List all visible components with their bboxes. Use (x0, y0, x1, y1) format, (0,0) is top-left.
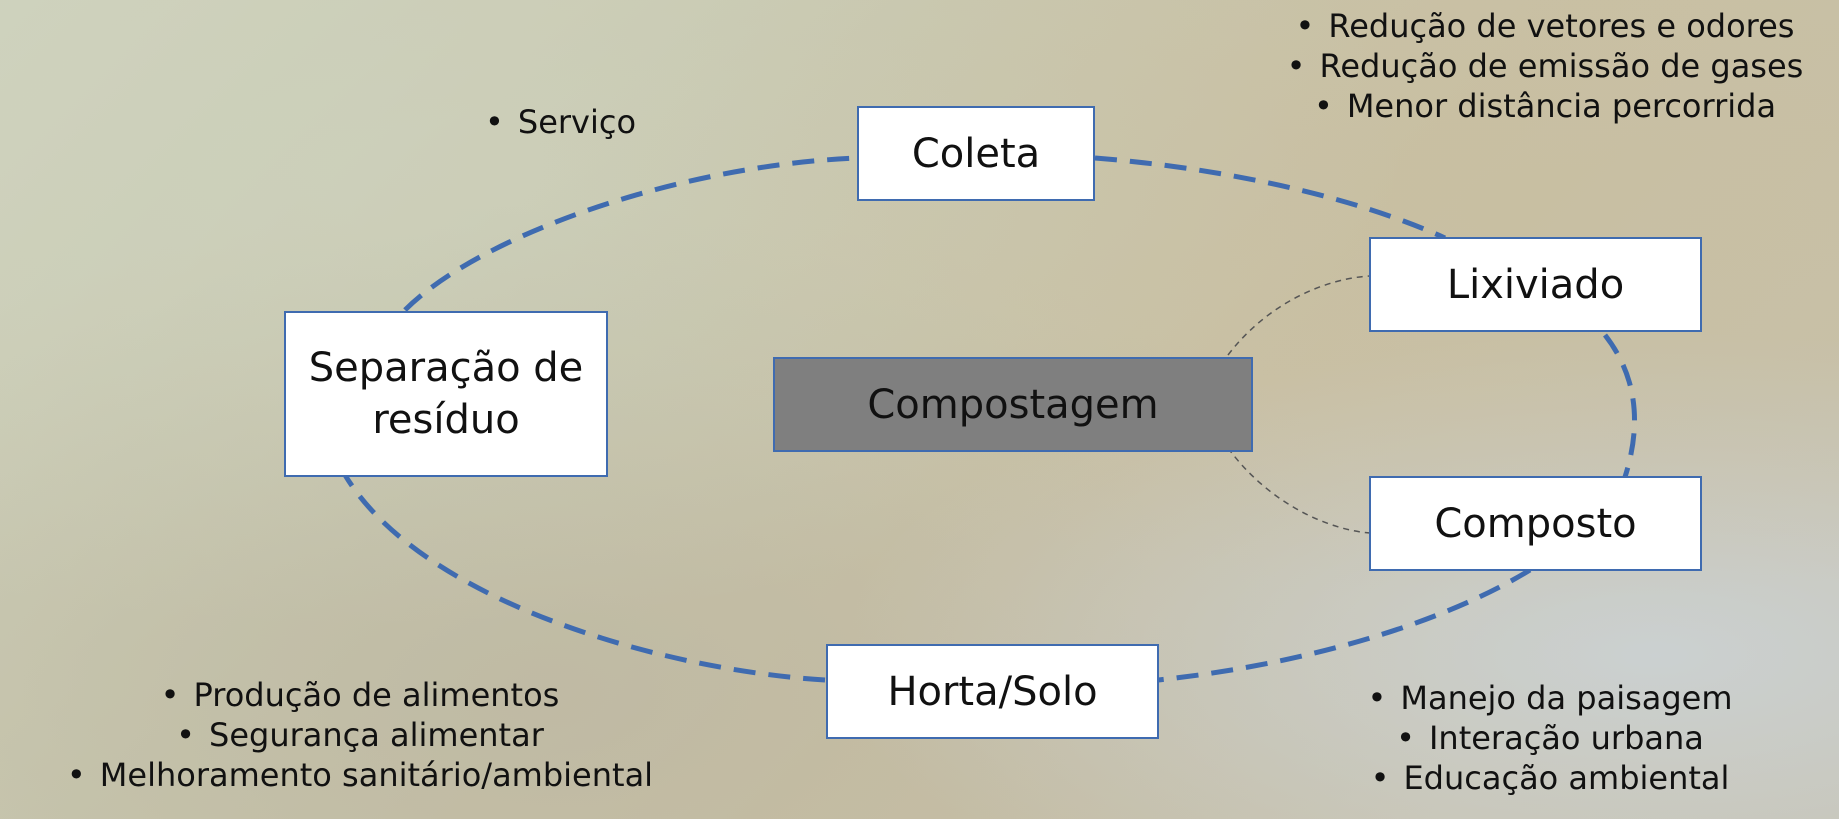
composto-benefit-item: Manejo da paisagem (1290, 678, 1810, 718)
node-compostagem-label: Compostagem (867, 381, 1159, 428)
coleta-benefits-list: Redução de vetores e odores Redução de e… (1280, 6, 1810, 126)
node-lixiviado: Lixiviado (1369, 237, 1702, 332)
node-horta: Horta/Solo (826, 644, 1159, 739)
node-separacao: Separação de resíduo (284, 311, 608, 477)
connector-composto-horta (1157, 567, 1532, 683)
servico-list: Serviço (485, 102, 636, 142)
coleta-benefit-item: Menor distância percorrida (1280, 86, 1810, 126)
horta-benefit-item: Melhoramento sanitário/ambiental (10, 755, 710, 795)
connector-lixiviado-composto (1603, 333, 1638, 478)
node-compostagem: Compostagem (773, 357, 1253, 452)
node-composto-label: Composto (1434, 500, 1637, 547)
connector-horta-separacao (342, 473, 826, 683)
connector-center-lixiviado (1227, 275, 1371, 356)
node-coleta-label: Coleta (911, 130, 1041, 177)
node-lixiviado-label: Lixiviado (1446, 261, 1625, 308)
horta-benefit-item: Produção de alimentos (10, 675, 710, 715)
node-composto: Composto (1369, 476, 1702, 571)
coleta-benefit-item: Redução de emissão de gases (1280, 46, 1810, 86)
connector-center-composto (1227, 447, 1371, 534)
node-coleta: Coleta (857, 106, 1095, 201)
coleta-benefit-item: Redução de vetores e odores (1280, 6, 1810, 46)
composto-benefits-list: Manejo da paisagem Interação urbana Educ… (1290, 678, 1810, 798)
horta-benefits-list: Produção de alimentos Segurança alimenta… (10, 675, 710, 795)
node-separacao-label: Separação de resíduo (308, 345, 584, 443)
composto-benefit-item: Educação ambiental (1290, 758, 1810, 798)
horta-benefit-item: Segurança alimentar (10, 715, 710, 755)
connector-coleta-lixiviado (1094, 155, 1447, 241)
node-horta-label: Horta/Solo (887, 668, 1098, 715)
servico-item: Serviço (485, 102, 636, 142)
composto-benefit-item: Interação urbana (1290, 718, 1810, 758)
connector-separacao-coleta (403, 155, 859, 312)
